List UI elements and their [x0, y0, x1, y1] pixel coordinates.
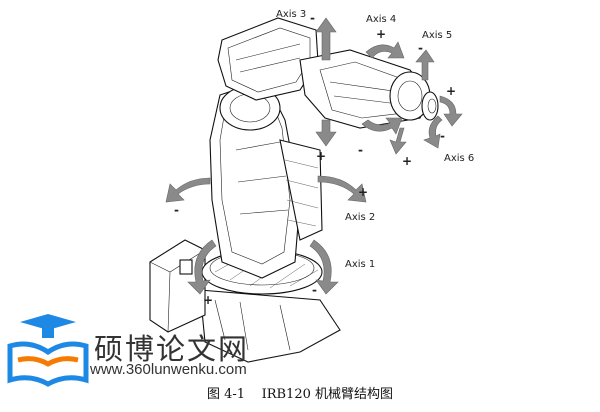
axis5-plus: + — [402, 154, 412, 168]
upper-arm-housing — [217, 17, 319, 101]
axis2-minus: - — [174, 203, 179, 217]
axis-label-4: Axis 4 — [366, 14, 396, 25]
axis4-minus: - — [358, 143, 363, 157]
axis3-minus: - — [310, 11, 315, 25]
axis1-arrow-left — [187, 239, 217, 295]
axis4-arrow — [365, 41, 405, 59]
axis-label-5: Axis 5 — [422, 30, 452, 41]
axis6-arrow — [439, 95, 463, 127]
axis2-arrow-left — [165, 177, 211, 203]
mortarboard-icon — [20, 314, 76, 330]
axis-label-6: Axis 6 — [444, 153, 474, 164]
axis3-arrow-up — [315, 17, 337, 61]
axis5-arrow-up — [415, 49, 435, 81]
axis-label-2: Axis 2 — [345, 212, 375, 223]
axis-label-3: Axis 3 — [276, 9, 306, 20]
caption-prefix: 图 4-1 — [206, 387, 246, 402]
watermark-logo-icon — [7, 314, 89, 387]
tool-flange — [421, 91, 439, 121]
axis2-plus: + — [358, 185, 368, 199]
axis4-plus: + — [376, 27, 386, 41]
watermark-url: www.360lunwenku.com — [90, 361, 247, 378]
axis2-arrow-right — [317, 175, 367, 203]
axis5-minus: - — [418, 41, 423, 55]
axis1-minus: - — [312, 283, 317, 297]
axis6-plus: + — [446, 84, 456, 98]
book-icon — [7, 341, 89, 387]
watermark-title: 硕博论文网 — [94, 332, 250, 366]
axis-label-1: Axis 1 — [345, 259, 375, 270]
caption-title: IRB120 机械臂结构图 — [261, 387, 394, 402]
figure-caption: 图 4-1 IRB120 机械臂结构图 — [0, 383, 600, 402]
axis5-arrow-down — [389, 127, 407, 155]
axis3-arrow-down — [315, 119, 337, 147]
axis6-minus: - — [440, 129, 445, 143]
axis3-plus: + — [316, 149, 326, 163]
axis1-plus: + — [203, 293, 213, 307]
axis1-arrow-right — [309, 239, 339, 295]
